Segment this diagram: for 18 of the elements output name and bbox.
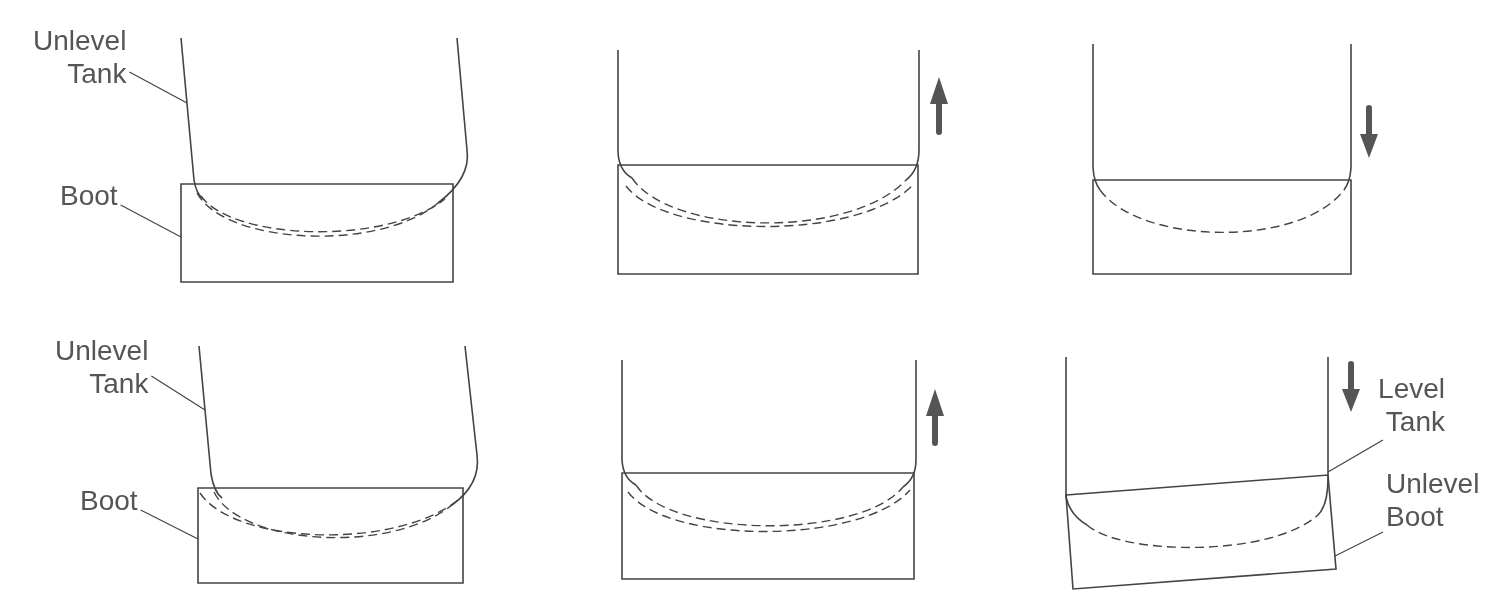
boot-outline <box>197 487 464 584</box>
callout-label: Unlevel Tank <box>33 24 127 90</box>
leader-line <box>1334 531 1384 557</box>
leader-line <box>1327 439 1384 473</box>
tank-outline <box>198 345 479 539</box>
tank-outline <box>1065 356 1329 549</box>
leader-line <box>140 509 199 540</box>
leader-line <box>128 71 188 104</box>
callout-label: Boot <box>60 179 118 212</box>
callout-label: Boot <box>80 484 138 517</box>
callout-label: Unlevel Tank <box>55 334 149 400</box>
callout-label: Level Tank <box>1378 372 1445 438</box>
boot-outline <box>1065 474 1337 590</box>
tank-outline <box>180 37 469 237</box>
callout-label: Unlevel Boot <box>1386 467 1480 533</box>
leader-line <box>150 375 206 411</box>
boot-outline <box>180 183 454 283</box>
leader-line <box>120 204 182 238</box>
